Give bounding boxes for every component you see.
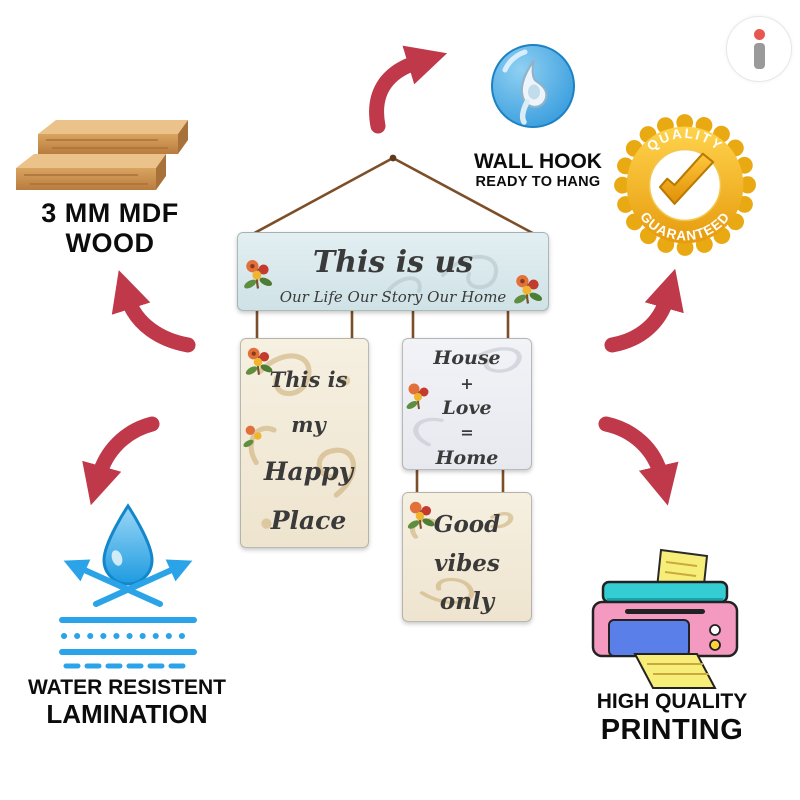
lamination-label: WATER RESISTENT LAMINATION <box>8 676 246 729</box>
right-panel-line: House <box>433 347 501 370</box>
curved-arrow-to-mdf-icon <box>111 270 196 353</box>
lamination-label-line1: WATER RESISTENT <box>28 676 226 699</box>
watermark-letter-dot <box>753 29 765 40</box>
left-panel-line: my <box>291 412 326 437</box>
flower-icon <box>514 275 543 304</box>
wall-hook-label-line1: WALL HOOK <box>474 150 602 173</box>
flower-icon <box>245 347 273 375</box>
string-knot <box>389 154 397 162</box>
left-panel-line: This is <box>269 367 348 392</box>
mdf-label: 3 MM MDF WOOD <box>5 198 215 258</box>
right-panel-line: = <box>460 423 474 443</box>
curved-arrow-to-printer-icon <box>598 416 679 506</box>
watermark-letter-stem <box>753 43 765 69</box>
wall-hook-icon <box>487 40 579 136</box>
repel-arrows <box>63 559 193 607</box>
quality-badge-icon: QUALITY GUARANTEED <box>612 112 758 258</box>
printer-icon <box>565 546 755 696</box>
right-panel-flourish <box>413 347 522 447</box>
printing-label: HIGH QUALITY PRINTING <box>568 690 776 746</box>
right-panel-line: Love <box>442 396 492 419</box>
header-panel: This is us Our Life Our Story Our Home <box>237 232 549 311</box>
right-panel: House + Love = Home <box>402 338 532 470</box>
flower-icon <box>243 425 262 448</box>
lamination-layers <box>59 617 197 669</box>
check-icon <box>658 152 715 205</box>
flower-icon <box>244 260 273 289</box>
left-panel-line: Place <box>270 506 347 535</box>
printing-label-line2: PRINTING <box>600 713 744 746</box>
left-panel-flourish <box>248 353 356 529</box>
flower-icon <box>407 501 435 529</box>
hanging-strings <box>246 156 541 494</box>
flower-icon <box>406 383 429 410</box>
printing-label-line1: HIGH QUALITY <box>596 690 748 713</box>
lamination-label-line2: LAMINATION <box>46 698 208 729</box>
left-panel-line: Happy <box>263 457 354 486</box>
bottom-panel-line: vibes <box>434 549 500 577</box>
brand-watermark-icon <box>726 16 792 82</box>
header-panel-flourish <box>386 254 499 293</box>
left-panel: This is my Happy Place <box>240 338 369 548</box>
mdf-planks-icon <box>8 106 188 201</box>
wall-hook-label: WALL HOOK READY TO HANG <box>448 150 628 190</box>
bottom-panel-line: only <box>439 588 495 616</box>
header-panel-subtitle: Our Life Our Story Our Home <box>279 288 507 306</box>
mdf-label-line1: 3 MM MDF <box>41 198 179 228</box>
right-panel-line: + <box>460 373 474 393</box>
bottom-panel-line: Good <box>433 510 501 538</box>
curved-arrow-to-wall-hook-icon <box>369 45 448 134</box>
bottom-panel: Good vibes only <box>402 492 532 622</box>
right-panel-line: Home <box>435 446 499 469</box>
curved-arrow-to-quality-icon <box>604 268 684 353</box>
header-panel-title: This is us <box>312 245 474 280</box>
curved-arrow-to-lamination-icon <box>82 416 160 506</box>
water-droplet-icon <box>48 500 208 672</box>
wall-hook-label-line2: READY TO HANG <box>475 173 601 190</box>
mdf-label-line2: WOOD <box>65 228 155 259</box>
